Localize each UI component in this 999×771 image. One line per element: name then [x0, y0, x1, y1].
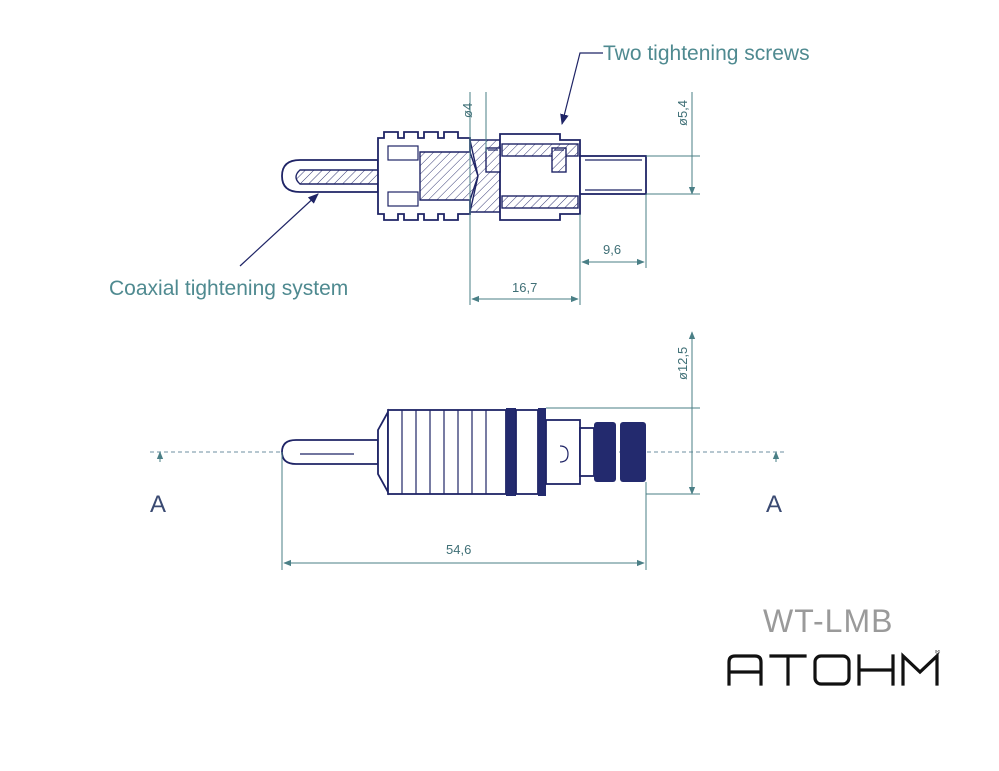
- coaxial-callout: Coaxial tightening system: [109, 277, 348, 300]
- dim-54-6: 54,6: [446, 542, 471, 557]
- side-dimensions: [281, 331, 700, 570]
- section-dimensions: [469, 92, 700, 305]
- model-name: WT-LMB: [763, 603, 894, 639]
- dim-diameter-12-5: ø12,5: [675, 347, 690, 380]
- screws-callout: Two tightening screws: [603, 42, 810, 65]
- dim-9-6: 9,6: [603, 242, 621, 257]
- dim-diameter-5-4: ø5,4: [675, 100, 690, 126]
- section-mark-left: A: [150, 491, 166, 518]
- section-view: [239, 52, 647, 267]
- dim-16-7: 16,7: [512, 280, 537, 295]
- dim-diameter-4: ø4: [460, 103, 475, 118]
- brand-logo: ®: [727, 650, 941, 686]
- side-view: [150, 408, 785, 496]
- section-mark-right: A: [766, 491, 782, 518]
- registered-mark: ®: [935, 650, 941, 656]
